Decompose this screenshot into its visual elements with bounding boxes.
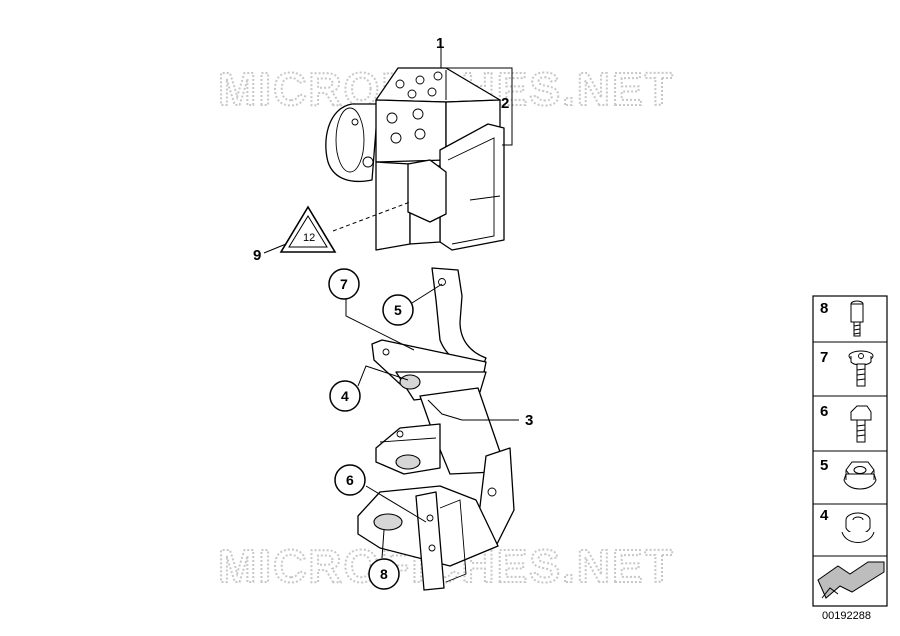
callout-circle-7[interactable]: 7 [328,268,360,300]
leader-lines [263,48,519,559]
legend-label-4: 4 [820,507,829,524]
abs-hydraulic-unit[interactable] [325,67,505,251]
warning-label-triangle[interactable]: 12 [279,205,337,253]
callout-circle-8[interactable]: 8 [368,558,400,590]
legend-item-5[interactable]: 5 [820,457,877,490]
callout-3[interactable]: 3 [525,412,533,429]
callout-4: 4 [341,388,349,404]
callout-7: 7 [340,276,348,292]
flange-screw-icon [848,350,874,387]
rubber-mount-icon [841,512,875,543]
diagram-code: 00192288 [822,610,871,622]
legend-item-8[interactable]: 8 [820,300,864,337]
callout-8: 8 [380,566,388,582]
spacer-bolt-icon [850,300,864,337]
legend-label-8: 8 [820,300,828,317]
legend-label-6: 6 [820,403,828,420]
callout-9[interactable]: 9 [253,247,261,264]
hex-bolt-icon [850,405,872,443]
legend-item-4[interactable]: 4 [820,507,875,543]
warning-label-text: 12 [303,232,315,244]
callout-circle-6[interactable]: 6 [334,464,366,496]
legend-item-7[interactable]: 7 [820,349,874,387]
legend-label-7: 7 [820,349,828,366]
legend-item-6[interactable]: 6 [820,403,872,443]
callout-6: 6 [346,472,354,488]
abs-bracket[interactable] [357,267,515,591]
callout-1[interactable]: 1 [436,35,444,52]
callout-5: 5 [394,302,402,318]
legend-label-5: 5 [820,457,828,474]
parts-legend [812,295,888,607]
callout-circle-5[interactable]: 5 [382,294,414,326]
hex-nut-icon [843,461,877,490]
callout-circle-4[interactable]: 4 [329,380,361,412]
callout-2[interactable]: 2 [501,95,509,112]
direction-arrow-icon [817,561,885,599]
